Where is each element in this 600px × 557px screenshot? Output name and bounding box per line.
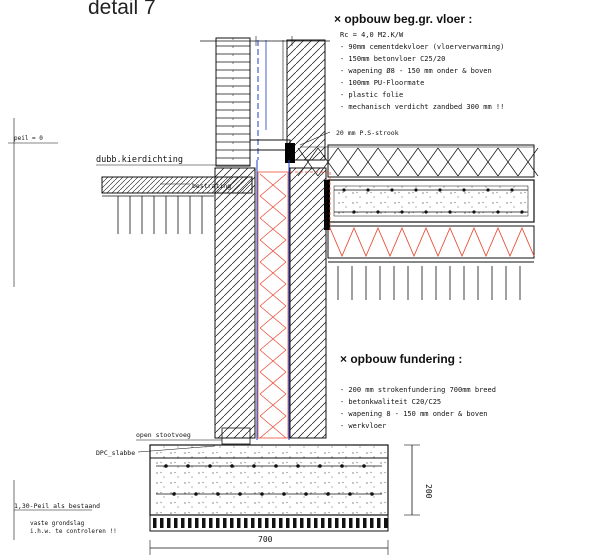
dpc-label: DPC_slabbe bbox=[96, 449, 135, 457]
floor-item: - plastic folie bbox=[340, 91, 403, 99]
foundation-outer-wall bbox=[214, 167, 256, 439]
sill bbox=[249, 139, 291, 151]
drawing-title: detail 7 bbox=[88, 0, 156, 19]
screed-layer bbox=[327, 144, 535, 178]
cavity-insulation bbox=[257, 171, 289, 439]
grondslag-label-2: i.h.w. te controleren !! bbox=[30, 528, 117, 535]
foundation-inner-wall bbox=[289, 167, 327, 439]
open-joint-brick bbox=[221, 427, 251, 445]
height-dimension: 200 bbox=[424, 484, 433, 499]
width-dimension: 700 bbox=[258, 535, 273, 544]
foundation-item: - betonkwaliteit C20/C25 bbox=[340, 398, 441, 406]
stootvoeg-label: open stootvoeg bbox=[136, 431, 191, 439]
strip-foundation bbox=[149, 444, 389, 516]
floor-item: - wapening Ø8 - 150 mm onder & boven bbox=[340, 67, 492, 75]
foundation-item: - 200 mm strokenfundering 700mm breed bbox=[340, 386, 496, 394]
floor-item: - 90mm cementdekvloer (vloerverwarming) bbox=[340, 43, 504, 51]
foundation-item: - werkvloer bbox=[340, 422, 386, 430]
foundation-buildup: × opbouw fundering : - 200 mm strokenfun… bbox=[340, 352, 496, 430]
foundation-heading: × opbouw fundering : bbox=[340, 352, 462, 366]
grondslag-label-1: vaste grondslag bbox=[30, 520, 85, 527]
floor-item: - 100mm PU-Floormate bbox=[340, 79, 424, 87]
kierdichting-label: dubb.kierdichting bbox=[96, 155, 183, 165]
edge-insulation bbox=[324, 180, 330, 230]
floor-buildup: × opbouw beg.gr. vloer : Rc = 4,0 M2.K/W… bbox=[334, 12, 504, 111]
floor-rc: Rc = 4,0 M2.K/W bbox=[340, 31, 404, 39]
brick-wall bbox=[215, 37, 251, 167]
floor-item: - 150mm betonvloer C25/20 bbox=[340, 55, 445, 63]
foundation-item: - wapening 8 - 150 mm onder & boven bbox=[340, 410, 488, 418]
floor-item: - mechanisch verdicht zandbed 300 mm !! bbox=[340, 103, 504, 111]
inner-leaf-upper bbox=[286, 39, 326, 161]
lean-concrete bbox=[149, 514, 389, 532]
floor-heading: × opbouw beg.gr. vloer : bbox=[334, 12, 472, 26]
pu-insulation bbox=[327, 225, 535, 259]
peil-bestaand-label: 1,30-Peil als bestaand bbox=[14, 502, 100, 510]
peil-label: peil = 0 bbox=[14, 135, 43, 142]
ps-strip-dark bbox=[285, 143, 295, 163]
ps-strook-label: 20 mm P.S-strook bbox=[336, 129, 399, 137]
bestrating-label: bestrating bbox=[192, 182, 231, 190]
